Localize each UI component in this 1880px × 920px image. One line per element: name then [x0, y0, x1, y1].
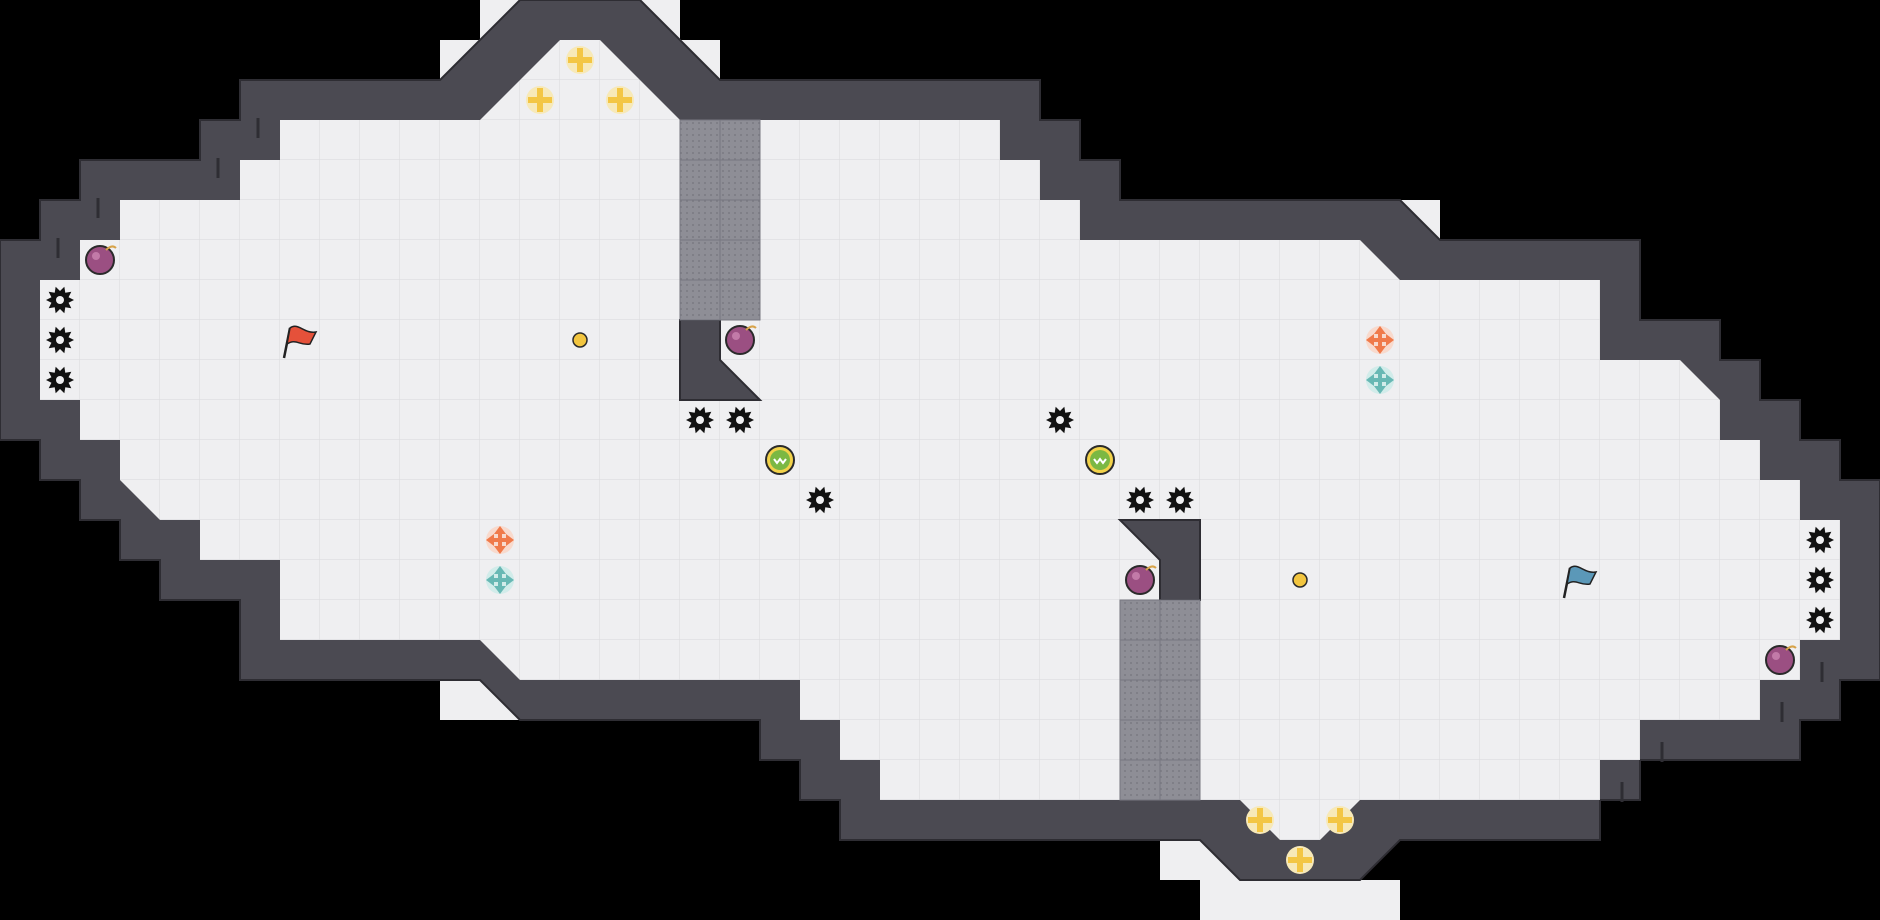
powerups [526, 46, 1354, 874]
spike-icon [686, 406, 714, 434]
gate-buttons [765, 445, 1115, 475]
bomb-icon[interactable] [85, 245, 117, 275]
spike-icon [1166, 486, 1194, 514]
bombs [85, 245, 1797, 675]
wall-notches [56, 118, 1824, 802]
blue-flag-icon[interactable] [1562, 565, 1598, 599]
powerup-icon[interactable] [606, 86, 634, 114]
spike-icon [726, 406, 754, 434]
token-icon[interactable] [1292, 572, 1308, 588]
powerup-icon[interactable] [1326, 806, 1354, 834]
team-boost-icon[interactable] [486, 566, 514, 594]
boost-icon[interactable] [1366, 326, 1394, 354]
powerup-icon[interactable] [1246, 806, 1274, 834]
powerup-icon[interactable] [1286, 846, 1314, 874]
boosts [486, 326, 1394, 594]
gate-button-icon[interactable] [765, 445, 795, 475]
arena-floor [40, 40, 1840, 840]
spike-icon [46, 326, 74, 354]
bomb-icon[interactable] [725, 325, 757, 355]
spike-icon [806, 486, 834, 514]
gate-button-icon[interactable] [1085, 445, 1115, 475]
red-flag-icon[interactable] [282, 325, 318, 359]
team-boost-icon[interactable] [1366, 366, 1394, 394]
spike-icon [1046, 406, 1074, 434]
spike-icon [1126, 486, 1154, 514]
spike-icon [1806, 566, 1834, 594]
spike-icon [1806, 526, 1834, 554]
spike-icon [46, 366, 74, 394]
token-icon[interactable] [572, 332, 588, 348]
boost-icon[interactable] [486, 526, 514, 554]
bomb-icon[interactable] [1765, 645, 1797, 675]
powerup-icon[interactable] [566, 46, 594, 74]
spikes [46, 286, 1834, 634]
bomb-icon[interactable] [1125, 565, 1157, 595]
spike-icon [46, 286, 74, 314]
spike-icon [1806, 606, 1834, 634]
powerup-icon[interactable] [526, 86, 554, 114]
